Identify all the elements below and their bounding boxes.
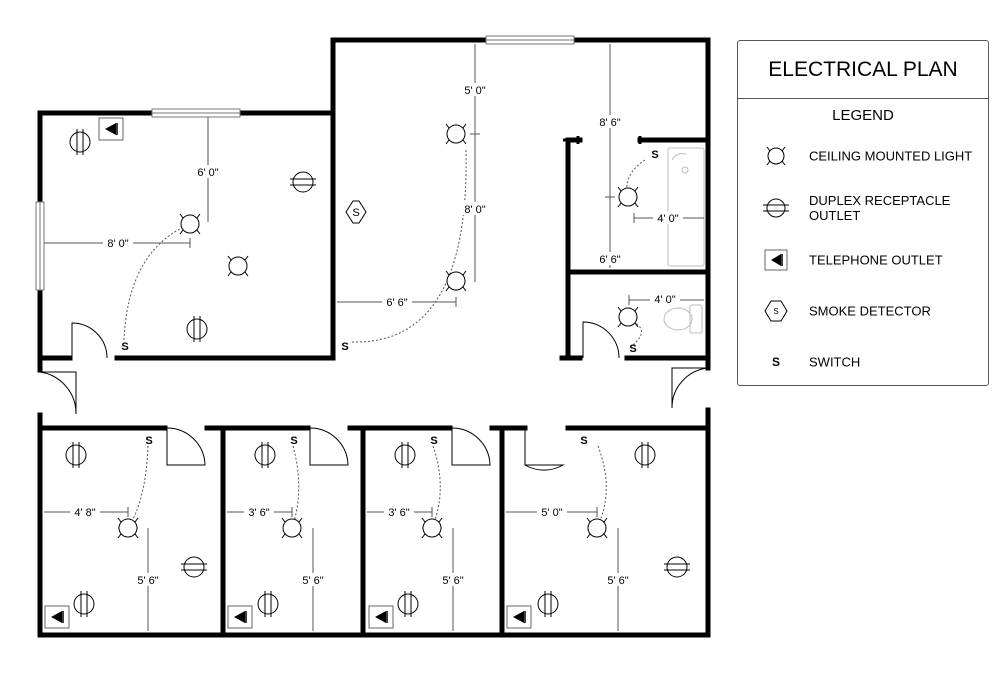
dim-label: 5' 0": [464, 85, 485, 97]
duplex-receptacle-icon: [394, 441, 416, 469]
duplex-receptacle-icon: [663, 556, 691, 578]
legend-subtitle: LEGEND: [832, 107, 894, 124]
dim-label: 5' 6": [607, 575, 628, 587]
toilet-bowl: [663, 307, 693, 331]
ceiling-light-icon: [421, 517, 443, 539]
dim-label: 6' 6": [599, 254, 620, 266]
legend-label: TELEPHONE OUTLET: [809, 252, 943, 268]
switch-icon: S: [430, 435, 437, 447]
tub: [667, 147, 705, 267]
dim-label: 8' 0": [464, 204, 485, 216]
legend-title: ELECTRICAL PLAN: [738, 41, 988, 99]
dim-label: 4' 0": [657, 213, 678, 225]
svg-text:S: S: [352, 207, 359, 219]
dim-label: 4' 8": [74, 507, 95, 519]
telephone-outlet-icon: [368, 605, 394, 629]
dim-label: 5' 6": [302, 575, 323, 587]
ceiling-light-icon: [179, 213, 201, 235]
ceiling-light-icon: [586, 517, 608, 539]
legend-item-ceiling-light: CEILING MOUNTED LIGHT: [738, 138, 988, 174]
dim-label: 6' 0": [197, 167, 218, 179]
telephone-outlet-icon: [227, 605, 253, 629]
switch-icon: S: [145, 435, 152, 447]
duplex-receptacle-icon: [763, 198, 789, 218]
legend-item-duplex-receptacle: DUPLEX RECEPTACLE OUTLET: [738, 190, 988, 226]
switch-icon: S: [290, 435, 297, 447]
duplex-receptacle-icon: [186, 315, 208, 343]
dim-label: 6' 6": [386, 297, 407, 309]
smoke-detector-icon: S: [764, 300, 788, 322]
walls: [37, 37, 711, 638]
switch-icon: S: [341, 341, 348, 353]
dimension-labels: 6' 0" 8' 0" 5' 0" 8' 0" 6' 6" 8' 6" 6' 6…: [70, 83, 683, 587]
ceiling-light-icon: [617, 306, 639, 328]
dim-label: 8' 0": [107, 238, 128, 250]
duplex-receptacle-icon: [69, 128, 91, 156]
legend-label: CEILING MOUNTED LIGHT: [809, 148, 973, 164]
ceiling-light-icon: [617, 186, 639, 208]
legend-item-smoke-detector: S SMOKE DETECTOR: [738, 293, 988, 329]
legend-item-telephone-outlet: TELEPHONE OUTLET: [738, 242, 988, 278]
telephone-outlets: [44, 117, 532, 629]
duplex-receptacle-icon: [397, 590, 419, 618]
duplex-receptacle-icon: [180, 556, 208, 578]
ceiling-light-icon: [445, 270, 467, 292]
dim-label: 5' 6": [442, 575, 463, 587]
dim-label: 3' 6": [248, 507, 269, 519]
duplex-receptacle-icon: [254, 441, 276, 469]
dim-label: 5' 0": [541, 507, 562, 519]
telephone-outlet-icon: [98, 117, 124, 141]
legend-label: SMOKE DETECTOR: [809, 303, 931, 319]
legend-label: SWITCH: [809, 354, 861, 370]
duplex-receptacle-icon: [73, 590, 95, 618]
switch-icon: S: [580, 435, 587, 447]
duplex-receptacle-icon: [289, 171, 317, 193]
ceiling-light-icon: [445, 123, 467, 145]
doors: [39, 136, 709, 471]
legend-panel: ELECTRICAL PLAN LEGEND CEILING MOUNTED L…: [737, 40, 989, 386]
ceiling-light-icon: [281, 517, 303, 539]
switch-icon: S: [629, 343, 636, 355]
duplex-receptacle-icon: [257, 590, 279, 618]
toilet-tank: [689, 304, 703, 334]
svg-text:S: S: [772, 355, 780, 369]
switch-icon: S: [651, 149, 658, 161]
switch-icon: S: [121, 341, 128, 353]
telephone-outlet-icon: [506, 605, 532, 629]
svg-text:S: S: [773, 307, 778, 316]
dim-label: 5' 6": [137, 575, 158, 587]
ceiling-light-icon: [766, 146, 786, 166]
dimension-lines: [44, 44, 704, 631]
ceiling-light-icon: [117, 517, 139, 539]
telephone-outlet-icon: [764, 249, 788, 271]
ceiling-light-icon: [227, 255, 249, 277]
duplex-receptacle-icon: [537, 590, 559, 618]
dim-label: 8' 6": [599, 117, 620, 129]
smoke-detector-icon: S: [345, 200, 367, 224]
windows: [35, 35, 575, 291]
duplex-receptacle-icon: [634, 441, 656, 469]
dim-label: 3' 6": [388, 507, 409, 519]
switch-icon: S: [772, 355, 780, 369]
duplex-receptacle-icon: [65, 441, 87, 469]
switches: S S S S S S S S: [121, 149, 658, 447]
duplex-receptacles: [65, 128, 691, 618]
legend-item-switch: S SWITCH: [738, 344, 988, 380]
telephone-outlet-icon: [44, 605, 70, 629]
dim-label: 4' 0": [654, 294, 675, 306]
legend-label: DUPLEX RECEPTACLE OUTLET: [809, 193, 951, 223]
plumbing-fixtures: [663, 147, 705, 334]
